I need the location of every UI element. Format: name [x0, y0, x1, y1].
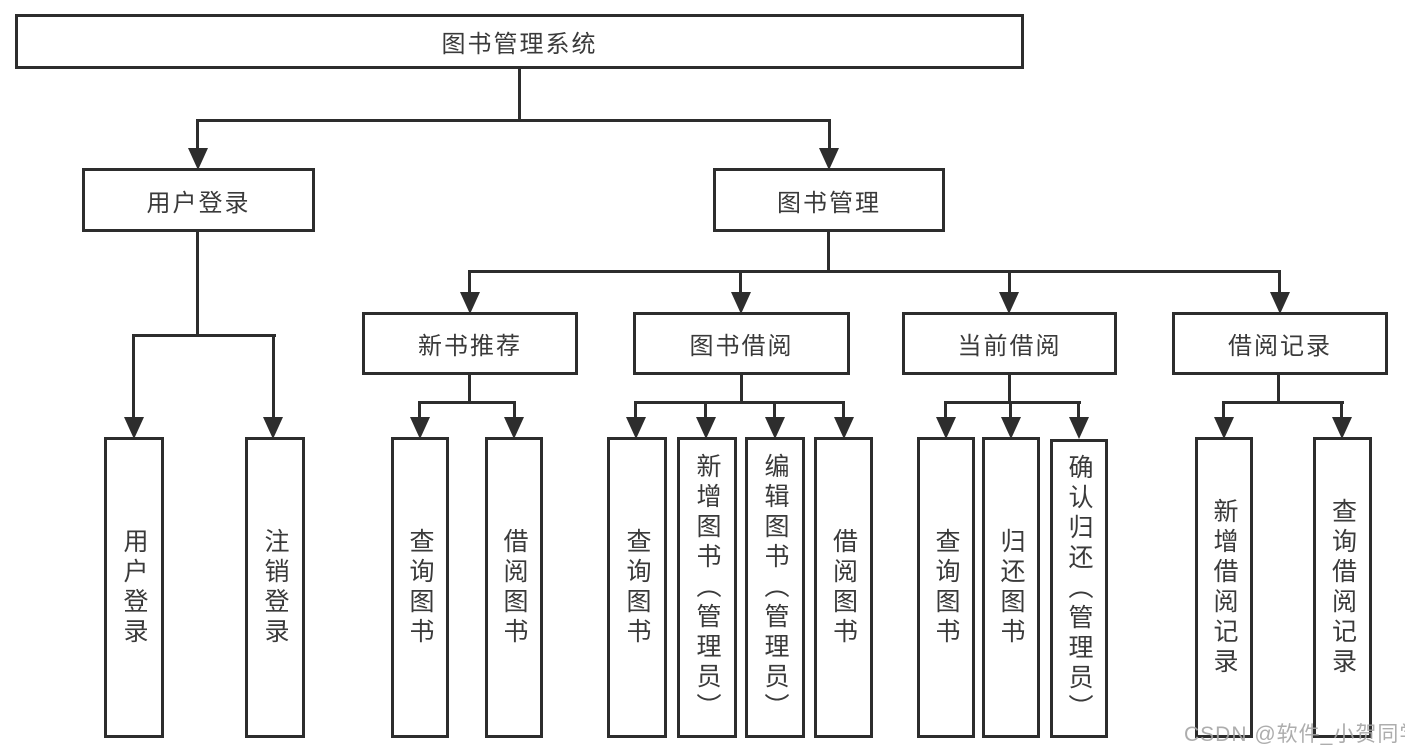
node-leaf-logout: 注销登录 — [245, 437, 305, 738]
connector-line — [1009, 401, 1012, 421]
node-label: 借阅图书 — [500, 527, 528, 648]
node-label: 新书推荐 — [418, 333, 522, 360]
connector-line — [634, 401, 637, 421]
connector-line — [197, 119, 831, 122]
arrowhead-down-icon — [819, 148, 839, 170]
connector-line — [740, 375, 743, 404]
arrowhead-down-icon — [765, 417, 785, 439]
node-leaf-borrow-books-2: 借阅图书 — [814, 437, 873, 738]
node-current-borrowing: 当前借阅 — [902, 312, 1117, 375]
arrowhead-down-icon — [731, 292, 751, 314]
connector-line — [739, 270, 742, 296]
arrowhead-down-icon — [999, 292, 1019, 314]
arrowhead-down-icon — [504, 417, 524, 439]
connector-line — [827, 232, 830, 273]
arrowhead-down-icon — [188, 148, 208, 170]
connector-line — [513, 401, 516, 421]
connector-line — [518, 69, 521, 121]
connector-line — [196, 119, 199, 153]
node-leaf-return-books: 归还图书 — [982, 437, 1040, 738]
connector-line — [842, 401, 845, 421]
arrowhead-down-icon — [696, 417, 716, 439]
connector-line — [132, 334, 135, 420]
connector-line — [635, 401, 845, 404]
node-leaf-confirm-return-admin: 确认归还（管理员） — [1050, 439, 1108, 738]
node-leaf-query-books-2: 查询图书 — [607, 437, 667, 738]
connector-line — [272, 334, 275, 420]
connector-line — [468, 375, 471, 404]
connector-line — [133, 334, 276, 337]
node-leaf-query-books-1: 查询图书 — [391, 437, 449, 738]
connector-line — [828, 119, 831, 153]
arrowhead-down-icon — [124, 417, 144, 439]
arrowhead-down-icon — [626, 417, 646, 439]
node-new-book-recommend: 新书推荐 — [362, 312, 578, 375]
connector-line — [1277, 375, 1280, 404]
node-label: 查询借阅记录 — [1328, 497, 1357, 678]
connector-line — [1008, 270, 1011, 296]
arrowhead-down-icon — [410, 417, 430, 439]
node-label: 查询图书 — [623, 527, 651, 648]
node-book-borrowing: 图书借阅 — [633, 312, 850, 375]
connector-line — [469, 270, 1281, 273]
arrowhead-down-icon — [1332, 417, 1352, 439]
node-label: 用户登录 — [120, 527, 148, 648]
node-label: 借阅图书 — [829, 527, 858, 648]
node-label: 归还图书 — [997, 527, 1025, 648]
arrowhead-down-icon — [1069, 417, 1089, 439]
connector-line — [944, 401, 947, 421]
connector-line — [418, 401, 421, 421]
watermark: CSDN @软件_小贺同学 — [1184, 723, 1405, 746]
node-label: 注销登录 — [261, 527, 289, 648]
node-book-management: 图书管理 — [713, 168, 945, 232]
arrowhead-down-icon — [834, 417, 854, 439]
arrowhead-down-icon — [460, 292, 480, 314]
connector-line — [1340, 401, 1343, 421]
arrowhead-down-icon — [936, 417, 956, 439]
arrowhead-down-icon — [263, 417, 283, 439]
node-leaf-borrow-books-1: 借阅图书 — [485, 437, 543, 738]
node-leaf-query-borrow-record: 查询借阅记录 — [1313, 437, 1372, 738]
connector-line — [468, 270, 471, 296]
node-label: 查询图书 — [932, 527, 960, 648]
node-borrow-records: 借阅记录 — [1172, 312, 1388, 375]
node-label: 确认归还（管理员） — [1065, 453, 1093, 724]
node-leaf-query-books-3: 查询图书 — [917, 437, 975, 738]
connector-line — [704, 401, 707, 421]
connector-line — [1222, 401, 1225, 421]
connector-line — [1223, 401, 1344, 404]
node-leaf-edit-books-admin: 编辑图书（管理员） — [745, 437, 805, 738]
node-leaf-add-books-admin: 新增图书（管理员） — [677, 437, 737, 738]
node-label: 图书借阅 — [689, 333, 794, 360]
node-leaf-user-login: 用户登录 — [104, 437, 164, 738]
connector-line — [1278, 270, 1281, 296]
connector-line — [945, 401, 1081, 404]
connector-line — [419, 401, 516, 404]
arrowhead-down-icon — [1001, 417, 1021, 439]
node-label: 查询图书 — [406, 527, 434, 648]
node-label: 编辑图书（管理员） — [761, 452, 789, 723]
connector-line — [773, 401, 776, 421]
connector-line — [1008, 375, 1011, 404]
node-book-management-system: 图书管理系统 — [15, 14, 1024, 69]
node-leaf-add-borrow-record: 新增借阅记录 — [1195, 437, 1253, 738]
node-user-login: 用户登录 — [82, 168, 315, 232]
node-label: 新增借阅记录 — [1210, 497, 1238, 678]
node-label: 图书管理系统 — [441, 31, 598, 58]
node-label: 当前借阅 — [957, 333, 1062, 360]
node-label: 图书管理 — [777, 189, 881, 217]
arrowhead-down-icon — [1270, 292, 1290, 314]
node-label: 借阅记录 — [1228, 333, 1332, 360]
node-label: 新增图书（管理员） — [693, 452, 721, 723]
arrowhead-down-icon — [1214, 417, 1234, 439]
node-label: 用户登录 — [146, 189, 251, 217]
connector-line — [1077, 401, 1080, 421]
connector-line — [196, 232, 199, 337]
